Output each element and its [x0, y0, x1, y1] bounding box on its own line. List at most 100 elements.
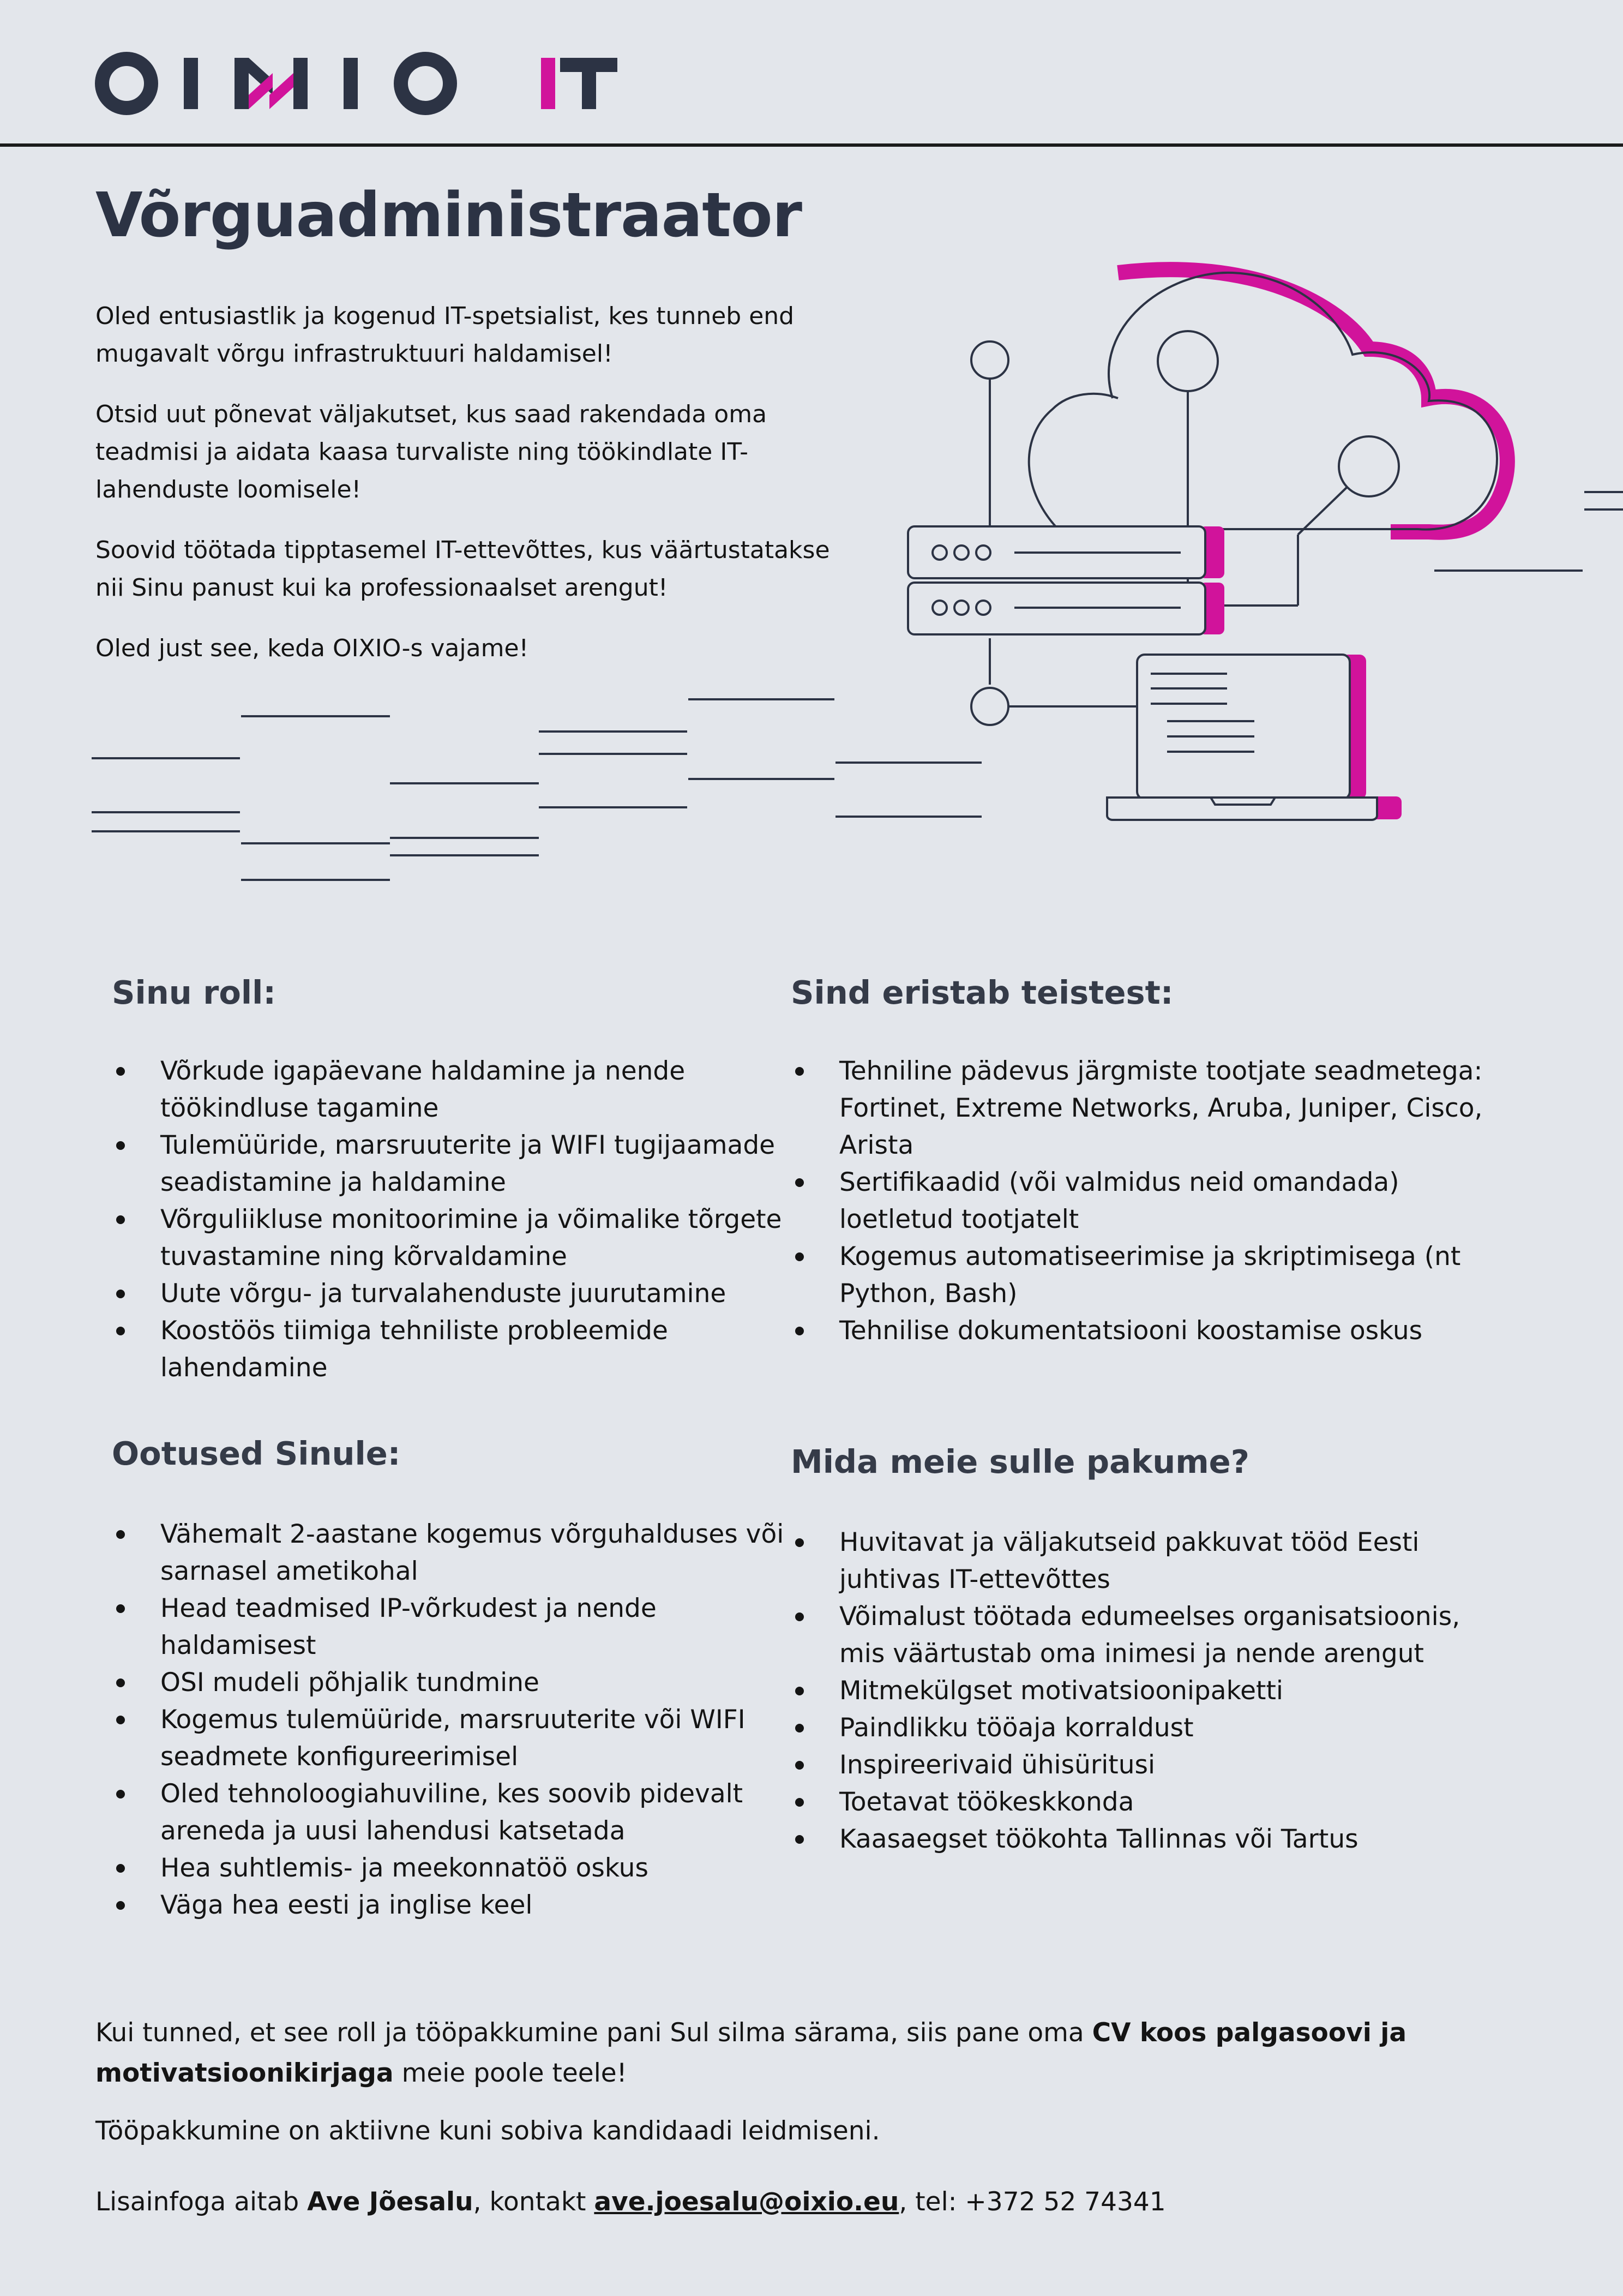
bullet-icon: [795, 1761, 804, 1770]
list-item: Väga hea eesti ja inglise keel: [112, 1887, 799, 1924]
list-item-text: Võrkude igapäevane haldamine ja nende tö…: [160, 1056, 686, 1123]
bullet-icon: [795, 1327, 804, 1335]
list-item: Paindlikku tööaja korraldust: [791, 1710, 1500, 1747]
list-item-text: Toetavat töökeskkonda: [839, 1787, 1134, 1817]
list-item: Toetavat töökeskkonda: [791, 1784, 1500, 1821]
intro-paragraph: Oled just see, keda OIXIO-s vajame!: [95, 634, 529, 662]
list-item-text: Inspireerivaid ühisüritusi: [839, 1750, 1156, 1780]
list-item: Inspireerivaid ühisüritusi: [791, 1747, 1500, 1784]
bullet-icon: [116, 1604, 125, 1613]
section-expectations: Ootused Sinule: Vähemalt 2-aastane kogem…: [112, 1435, 799, 1924]
header-divider: [0, 143, 1623, 147]
list-item-text: Hea suhtlemis- ja meekonnatöö oskus: [160, 1853, 648, 1883]
server-icon: [907, 525, 1224, 636]
bullet-icon: [116, 1141, 125, 1150]
contact-email-link[interactable]: ave.joesalu@oixio.eu: [594, 2187, 899, 2217]
network-illustration: [92, 262, 1623, 881]
list-item: Tehnilise dokumentatsiooni koostamise os…: [791, 1312, 1500, 1350]
section-role: Sinu roll: Võrkude igapäevane haldamine …: [112, 974, 799, 1387]
laptop-icon: [1106, 654, 1402, 821]
list-item: Koostöös tiimiga tehniliste probleemide …: [112, 1312, 799, 1387]
list-item: Huvitavat ja väljakutseid pakkuvat tööd …: [791, 1524, 1500, 1598]
deadline-text: Tööpakkumine on aktiivne kuni sobiva kan…: [95, 2116, 880, 2146]
offer-list: Huvitavat ja väljakutseid pakkuvat tööd …: [791, 1524, 1500, 1858]
network-nodes: [970, 330, 1400, 726]
list-item-text: Oled tehnoloogiahuviline, kes soovib pid…: [160, 1779, 743, 1846]
list-item: Kaasaegset töökohta Tallinnas või Tartus: [791, 1821, 1500, 1858]
section-heading: Ootused Sinule:: [112, 1435, 401, 1472]
list-item-text: Kogemus tulemüüride, marsruuterite või W…: [160, 1705, 746, 1772]
list-item-text: OSI mudeli põhjalik tundmine: [160, 1668, 539, 1698]
list-item: Võrguliikluse monitoorimine ja võimalike…: [112, 1201, 799, 1275]
list-item-text: Paindlikku tööaja korraldust: [839, 1713, 1194, 1743]
list-item: Head teadmised IP-võrkudest ja nende hal…: [112, 1590, 799, 1664]
section-offer: Mida meie sulle pakume? Huvitavat ja väl…: [791, 1443, 1500, 1858]
apply-text-bold: CV koos palgasoovi ja motivatsioonikirja…: [95, 2018, 1407, 2088]
bullet-icon: [795, 1687, 804, 1695]
bullet-icon: [795, 1067, 804, 1076]
list-item-text: Head teadmised IP-võrkudest ja nende hal…: [160, 1593, 657, 1660]
list-item: Oled tehnoloogiahuviline, kes soovib pid…: [112, 1776, 799, 1850]
list-item-text: Mitmekülgset motivatsioonipaketti: [839, 1676, 1283, 1706]
section-heading: Sind eristab teistest:: [791, 974, 1174, 1011]
cloud-icon: [1027, 262, 1515, 540]
section-distinguish: Sind eristab teistest: Tehniline pädevus…: [791, 974, 1500, 1350]
page-title: Võrguadministraator: [95, 180, 802, 251]
bullet-icon: [795, 1538, 804, 1547]
contact-tel-label: , tel:: [899, 2187, 965, 2217]
list-item: OSI mudeli põhjalik tundmine: [112, 1664, 799, 1701]
list-item: Mitmekülgset motivatsioonipaketti: [791, 1672, 1500, 1710]
list-item-text: Tehniline pädevus järgmiste tootjate sea…: [839, 1056, 1483, 1160]
oixio-it-logo: [95, 52, 617, 115]
list-item-text: Koostöös tiimiga tehniliste probleemide …: [160, 1316, 668, 1383]
bullet-icon: [116, 1215, 125, 1224]
bullet-icon: [795, 1835, 804, 1844]
list-item-text: Võrguliikluse monitoorimine ja võimalike…: [160, 1204, 782, 1272]
list-item: Uute võrgu- ja turvalahenduste juurutami…: [112, 1275, 799, 1312]
apply-instructions: Kui tunned, et see roll ja tööpakkumine …: [95, 2013, 1541, 2094]
bullet-icon: [795, 1252, 804, 1261]
contact-text-mid: , kontakt: [473, 2187, 594, 2217]
bullet-icon: [795, 1798, 804, 1807]
list-item-text: Sertifikaadid (või valmidus neid omandad…: [839, 1167, 1399, 1234]
contact-text-pre: Lisainfoga aitab: [95, 2187, 308, 2217]
list-item: Hea suhtlemis- ja meekonnatöö oskus: [112, 1850, 799, 1887]
list-item: Võrkude igapäevane haldamine ja nende tö…: [112, 1053, 799, 1127]
list-item-text: Tehnilise dokumentatsiooni koostamise os…: [839, 1316, 1423, 1346]
bullet-icon: [795, 1724, 804, 1733]
list-item-text: Väga hea eesti ja inglise keel: [160, 1890, 533, 1920]
bullet-icon: [116, 1790, 125, 1799]
list-item-text: Tulemüüride, marsruuterite ja WIFI tugij…: [160, 1130, 776, 1197]
list-item-text: Huvitavat ja väljakutseid pakkuvat tööd …: [839, 1527, 1420, 1594]
section-heading: Sinu roll:: [112, 974, 276, 1011]
list-item: Võimalust töötada edumeelses organisatsi…: [791, 1598, 1500, 1672]
list-item-text: Vähemalt 2-aastane kogemus võrguhalduses…: [160, 1519, 784, 1586]
bullet-icon: [795, 1178, 804, 1187]
role-list: Võrkude igapäevane haldamine ja nende tö…: [112, 1053, 799, 1387]
list-item: Kogemus automatiseerimise ja skriptimise…: [791, 1238, 1500, 1312]
list-item-text: Võimalust töötada edumeelses organisatsi…: [839, 1602, 1460, 1669]
bullet-icon: [116, 1290, 125, 1298]
bullet-icon: [795, 1612, 804, 1621]
bullet-icon: [116, 1678, 125, 1687]
list-item: Tulemüüride, marsruuterite ja WIFI tugij…: [112, 1127, 799, 1201]
list-item: Vähemalt 2-aastane kogemus võrguhalduses…: [112, 1516, 799, 1590]
bullet-icon: [116, 1716, 125, 1724]
apply-text-pre: Kui tunned, et see roll ja tööpakkumine …: [95, 2018, 1092, 2048]
bullet-icon: [116, 1067, 125, 1076]
intro-text: Oled entusiastlik ja kogenud IT-spetsial…: [95, 297, 848, 690]
section-heading: Mida meie sulle pakume?: [791, 1443, 1249, 1480]
intro-paragraph: Oled entusiastlik ja kogenud IT-spetsial…: [95, 302, 795, 368]
intro-paragraph: Otsid uut põnevat väljakutset, kus saad …: [95, 400, 767, 503]
bullet-icon: [116, 1864, 125, 1873]
apply-text-post: meie poole teele!: [393, 2058, 627, 2088]
contact-name: Ave Jõesalu: [307, 2187, 473, 2217]
bullet-icon: [116, 1901, 125, 1910]
contact-info: Lisainfoga aitab Ave Jõesalu, kontakt av…: [95, 2182, 1541, 2222]
bullet-icon: [116, 1327, 125, 1335]
list-item-text: Kogemus automatiseerimise ja skriptimise…: [839, 1242, 1461, 1309]
bullet-icon: [116, 1530, 125, 1539]
list-item-text: Uute võrgu- ja turvalahenduste juurutami…: [160, 1279, 726, 1309]
footer: Kui tunned, et see roll ja tööpakkumine …: [95, 2013, 1541, 2222]
distinguish-list: Tehniline pädevus järgmiste tootjate sea…: [791, 1053, 1500, 1350]
